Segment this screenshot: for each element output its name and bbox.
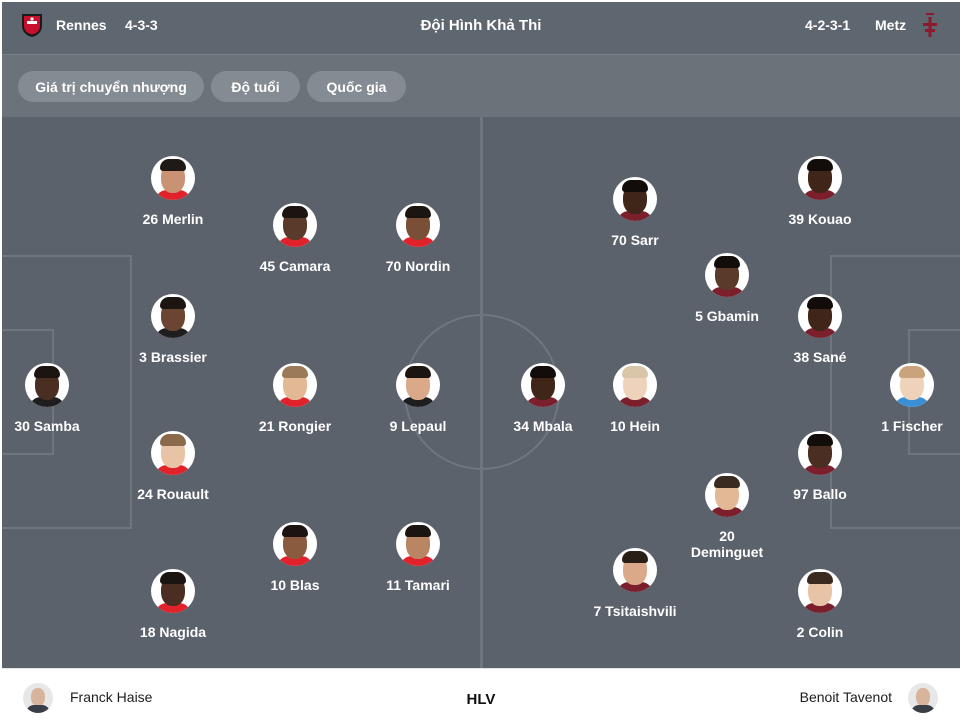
away-coach-name[interactable]: Benoit Tavenot [799,689,892,705]
metz-crest-icon [923,13,937,37]
player-name[interactable]: 24 Rouault [137,486,209,502]
player-home-cm-3[interactable]: 10 Blas [230,522,360,593]
player-avatar[interactable] [613,177,657,221]
player-name[interactable]: 18 Nagida [139,624,207,640]
player-home-fw-2[interactable]: 9 Lepaul [353,363,483,434]
lineup-header: Rennes 4-3-3 Đội Hình Khả Thi 4-2-3-1 Me… [2,2,960,54]
player-avatar[interactable] [705,253,749,297]
player-avatar[interactable] [273,203,317,247]
player-away-am-1[interactable]: 70 Sarr [570,177,700,248]
filter-bar: Giá trị chuyển nhượng Độ tuổi Quốc gia [2,54,960,117]
player-home-lb[interactable]: 18 Nagida [108,569,238,640]
away-team-logo[interactable] [920,2,940,48]
player-name[interactable]: 45 Camara [259,258,331,274]
filter-age[interactable]: Độ tuổi [211,71,300,102]
player-home-gk[interactable]: 30 Samba [0,363,112,434]
player-avatar[interactable] [521,363,565,407]
away-formation: 4-2-3-1 [805,17,851,33]
player-away-am-2[interactable]: 10 Hein [570,363,700,434]
player-away-cb-2[interactable]: 97 Ballo [755,431,885,502]
home-coach-avatar[interactable] [23,683,53,713]
player-away-lb[interactable]: 2 Colin [755,569,885,640]
player-name[interactable]: 9 Lepaul [389,418,447,434]
player-home-cm-1[interactable]: 45 Camara [230,203,360,274]
home-team-logo[interactable] [20,2,44,48]
filter-transfer-value[interactable]: Giá trị chuyển nhượng [18,71,204,102]
player-avatar[interactable] [613,548,657,592]
away-coach-avatar[interactable] [908,683,938,713]
player-home-fw-1[interactable]: 70 Nordin [353,203,483,274]
player-name[interactable]: 1 Fischer [881,418,943,434]
player-avatar[interactable] [396,203,440,247]
player-name[interactable]: 21 Rongier [258,418,332,434]
player-name[interactable]: 97 Ballo [793,486,847,502]
page-title: Đội Hình Khả Thi [420,16,542,34]
player-home-rb[interactable]: 26 Merlin [108,156,238,227]
player-avatar[interactable] [151,431,195,475]
player-avatar[interactable] [613,363,657,407]
player-away-rb[interactable]: 39 Kouao [755,156,885,227]
player-home-fw-3[interactable]: 11 Tamari [353,522,483,593]
player-away-cb-1[interactable]: 38 Sané [755,294,885,365]
player-name[interactable]: 30 Samba [14,418,80,434]
player-avatar[interactable] [798,431,842,475]
player-name[interactable]: 34 Mbala [513,418,573,434]
player-name[interactable]: 3 Brassier [139,349,207,365]
away-penalty-box [830,255,960,529]
player-name[interactable]: 39 Kouao [788,211,852,227]
player-name[interactable]: 38 Sané [793,349,847,365]
player-avatar[interactable] [705,473,749,517]
player-avatar[interactable] [798,569,842,613]
player-name[interactable]: 10 Blas [270,577,320,593]
player-avatar[interactable] [151,294,195,338]
player-away-gk[interactable]: 1 Fischer [847,363,962,434]
player-name[interactable]: 10 Hein [610,418,660,434]
home-team-name[interactable]: Rennes [56,17,107,33]
player-name[interactable]: 2 Colin [796,624,844,640]
player-avatar[interactable] [798,294,842,338]
home-penalty-box [2,255,132,529]
coach-label: HLV [466,691,496,708]
player-name[interactable]: 70 Sarr [611,232,659,248]
player-name[interactable]: 11 Tamari [386,577,450,593]
home-formation: 4-3-3 [125,17,158,33]
rennes-crest-icon [22,14,42,37]
player-avatar[interactable] [890,363,934,407]
player-name[interactable]: 70 Nordin [385,258,451,274]
player-away-dm-1[interactable]: 5 Gbamin [662,253,792,324]
player-avatar[interactable] [396,363,440,407]
filter-country[interactable]: Quốc gia [307,71,406,102]
player-avatar[interactable] [273,522,317,566]
player-avatar[interactable] [798,156,842,200]
coaches-bar: Franck Haise HLV Benoit Tavenot [2,668,960,723]
player-home-cb-2[interactable]: 24 Rouault [108,431,238,502]
player-name[interactable]: 5 Gbamin [695,308,759,324]
player-avatar[interactable] [273,363,317,407]
player-name[interactable]: 7 Tsitaishvili [593,603,677,619]
player-avatar[interactable] [151,569,195,613]
player-name[interactable]: 26 Merlin [142,211,204,227]
player-home-cm-2[interactable]: 21 Rongier [230,363,360,434]
home-coach-name[interactable]: Franck Haise [70,689,153,705]
player-home-cb-1[interactable]: 3 Brassier [108,294,238,365]
player-away-am-3[interactable]: 7 Tsitaishvili [570,548,700,619]
player-avatar[interactable] [25,363,69,407]
player-away-st[interactable]: 34 Mbala [478,363,608,434]
player-avatar[interactable] [151,156,195,200]
away-team-name[interactable]: Metz [875,17,907,33]
player-avatar[interactable] [396,522,440,566]
